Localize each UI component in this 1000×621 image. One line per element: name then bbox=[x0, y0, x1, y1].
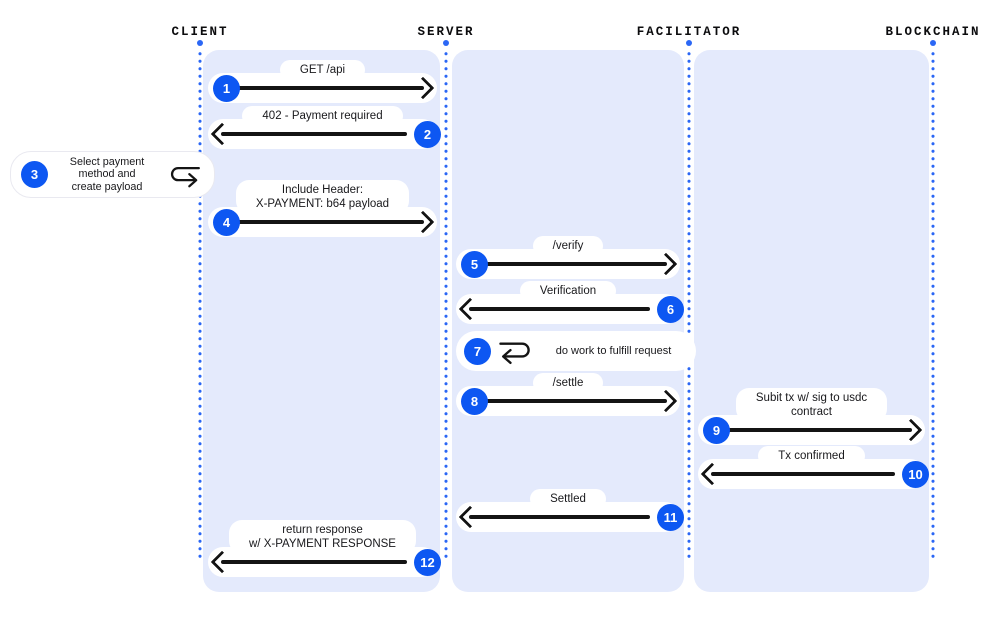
message-3-label: Select payment method and create payload bbox=[69, 155, 145, 193]
arrow-right-icon: 1 bbox=[208, 73, 437, 104]
message-4: Include Header: X-PAYMENT: b64 payload 4 bbox=[208, 180, 437, 238]
step-badge-12: 12 bbox=[414, 548, 441, 576]
arrow-left-icon: 6 bbox=[456, 294, 684, 325]
message-9: Subit tx w/ sig to usdc contract 9 bbox=[698, 388, 925, 446]
message-12: return response w/ X-PAYMENT RESPONSE 12 bbox=[208, 520, 441, 578]
lifeline-dot-facilitator bbox=[686, 40, 692, 46]
arrow-right-icon: 8 bbox=[456, 386, 680, 417]
self-loop-right-icon bbox=[170, 166, 200, 187]
message-11: Settled 11 bbox=[456, 489, 684, 533]
message-8-label: /settle bbox=[532, 373, 604, 394]
lifeline-dot-blockchain bbox=[930, 40, 936, 46]
message-10-label: Tx confirmed bbox=[758, 446, 865, 467]
message-6-label: Verification bbox=[519, 281, 617, 302]
step-badge-11: 11 bbox=[657, 503, 684, 531]
actor-blockchain: BLOCKCHAIN bbox=[885, 25, 981, 39]
message-1-label: GET /api bbox=[279, 60, 366, 81]
lifeline-client bbox=[198, 50, 202, 562]
panel-facilitator-blockchain bbox=[694, 50, 929, 592]
message-3: 3 Select payment method and create paylo… bbox=[10, 151, 215, 198]
step-badge-4: 4 bbox=[213, 208, 240, 236]
message-8: /settle 8 bbox=[456, 373, 680, 417]
step-badge-6: 6 bbox=[657, 295, 684, 323]
lifeline-dot-client bbox=[197, 40, 203, 46]
step-badge-8: 8 bbox=[461, 387, 488, 415]
actor-facilitator: FACILITATOR bbox=[636, 25, 742, 39]
message-7: 7 do work to fulfill request bbox=[456, 331, 696, 371]
self-loop-left-icon bbox=[499, 342, 530, 364]
message-11-label: Settled bbox=[530, 489, 606, 510]
step-badge-3: 3 bbox=[21, 161, 48, 188]
message-4-label: Include Header: X-PAYMENT: b64 payload bbox=[235, 180, 410, 215]
lifeline-blockchain bbox=[931, 50, 935, 562]
message-6: Verification 6 bbox=[456, 281, 684, 325]
message-5: /verify 5 bbox=[456, 236, 680, 280]
message-1: GET /api 1 bbox=[208, 60, 437, 104]
message-2: 402 - Payment required 2 bbox=[208, 106, 441, 150]
step-badge-10: 10 bbox=[902, 460, 929, 488]
step-badge-5: 5 bbox=[461, 250, 488, 278]
step-badge-2: 2 bbox=[414, 120, 441, 148]
step-badge-1: 1 bbox=[213, 74, 240, 102]
message-10: Tx confirmed 10 bbox=[698, 446, 929, 490]
step-badge-7: 7 bbox=[464, 337, 491, 365]
lifeline-server bbox=[444, 50, 448, 562]
message-9-label: Subit tx w/ sig to usdc contract bbox=[735, 388, 888, 423]
step-badge-9: 9 bbox=[703, 416, 730, 444]
message-5-label: /verify bbox=[532, 236, 604, 257]
message-2-label: 402 - Payment required bbox=[242, 106, 403, 127]
message-7-label: do work to fulfill request bbox=[555, 344, 672, 357]
lifeline-facilitator bbox=[687, 50, 691, 562]
actor-client: CLIENT bbox=[171, 25, 229, 39]
lifeline-dot-server bbox=[443, 40, 449, 46]
message-12-label: return response w/ X-PAYMENT RESPONSE bbox=[229, 520, 416, 555]
actor-server: SERVER bbox=[417, 25, 475, 39]
